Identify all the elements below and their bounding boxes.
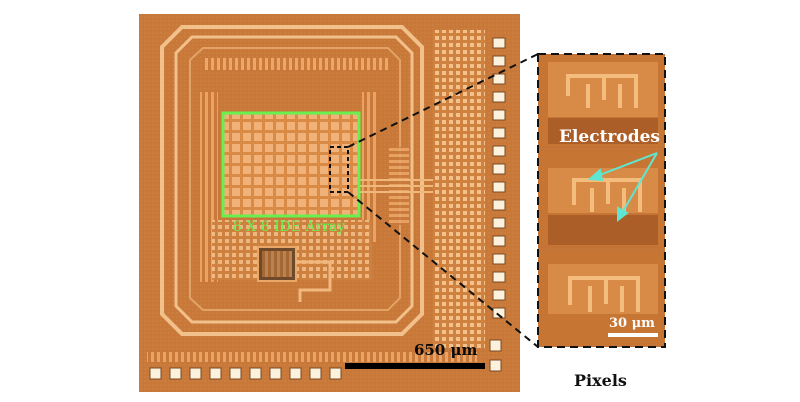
ide-array — [223, 113, 359, 216]
main-scale-bar — [345, 363, 485, 369]
main-scale-label: 650 μm — [414, 341, 478, 359]
pixel-1 — [540, 56, 663, 146]
right-pad-column — [433, 30, 485, 348]
inset-scale-bar — [608, 333, 658, 337]
guard-rings — [160, 25, 424, 336]
zoom-leader-bottom — [347, 191, 539, 348]
bond-pads-bottom — [149, 339, 502, 380]
inset-scale-label: 30 μm — [609, 316, 655, 331]
array-highlight-box — [221, 111, 361, 218]
chip-die — [139, 14, 520, 392]
pixels-caption: Pixels — [574, 371, 627, 390]
bond-pads-right — [492, 37, 506, 319]
array-label: 8 X 8 IDE Array — [232, 219, 346, 235]
electrodes-label: Electrodes — [559, 127, 661, 147]
zoom-source-box — [329, 146, 349, 193]
pixel-2 — [540, 151, 663, 246]
electrode-arrows — [587, 152, 658, 223]
pixel-3 — [540, 251, 663, 345]
zoom-inset-panel — [537, 53, 666, 348]
